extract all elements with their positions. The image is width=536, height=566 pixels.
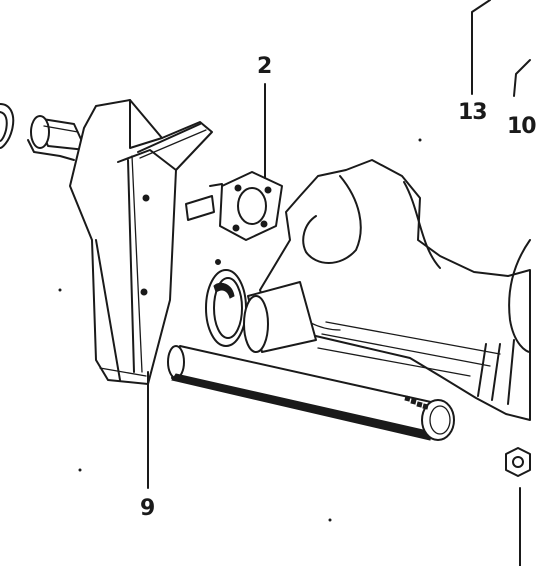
long-tube [167,345,455,441]
callout-13: 13 [458,100,488,125]
hex-nut [505,447,531,477]
print-speckles [58,138,422,522]
bracket-tab [185,183,225,221]
heat-shield [259,159,531,421]
callout-2: 2 [257,54,272,79]
gasket [219,171,283,241]
edge-ring-part [0,103,15,149]
leader-line-10 [513,59,531,97]
callout-10: 10 [507,114,536,139]
leader-lines [147,0,531,566]
leader-line-13 [471,0,491,95]
callout-9: 9 [140,496,155,521]
inner-pipe [243,281,317,353]
muffler-box [69,99,213,385]
muffler-port [205,259,247,347]
